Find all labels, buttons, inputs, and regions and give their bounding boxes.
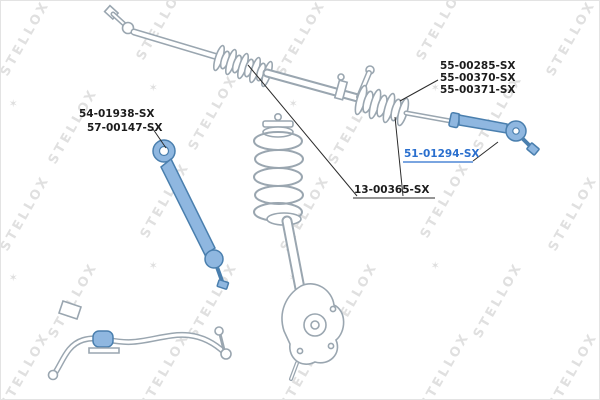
part-label: 54-01938-SX — [79, 108, 155, 120]
part-label: 13-00365-SX — [354, 184, 430, 196]
strut-spring-drawing — [253, 113, 308, 305]
part-label: 55-00371-SX — [440, 84, 516, 96]
center-link-drawing — [103, 4, 225, 62]
steering-knuckle-drawing — [281, 283, 345, 381]
steering-rack-drawing — [212, 44, 459, 127]
leader-lines — [152, 64, 499, 199]
stabilizer-bushing-drawing — [88, 330, 120, 354]
part-label: 55-00285-SX — [440, 60, 516, 72]
tie-rod-end-drawing — [448, 111, 540, 156]
control-arm-drawing — [152, 139, 230, 290]
part-label-highlighted[interactable]: 51-01294-SX — [404, 148, 480, 160]
steering-boot-right-drawing — [354, 84, 410, 127]
stabilizer-bar-drawing — [47, 299, 232, 381]
part-label: 57-00147-SX — [87, 122, 163, 134]
part-label: 55-00370-SX — [440, 72, 516, 84]
steering-boot-left-drawing — [212, 44, 274, 88]
